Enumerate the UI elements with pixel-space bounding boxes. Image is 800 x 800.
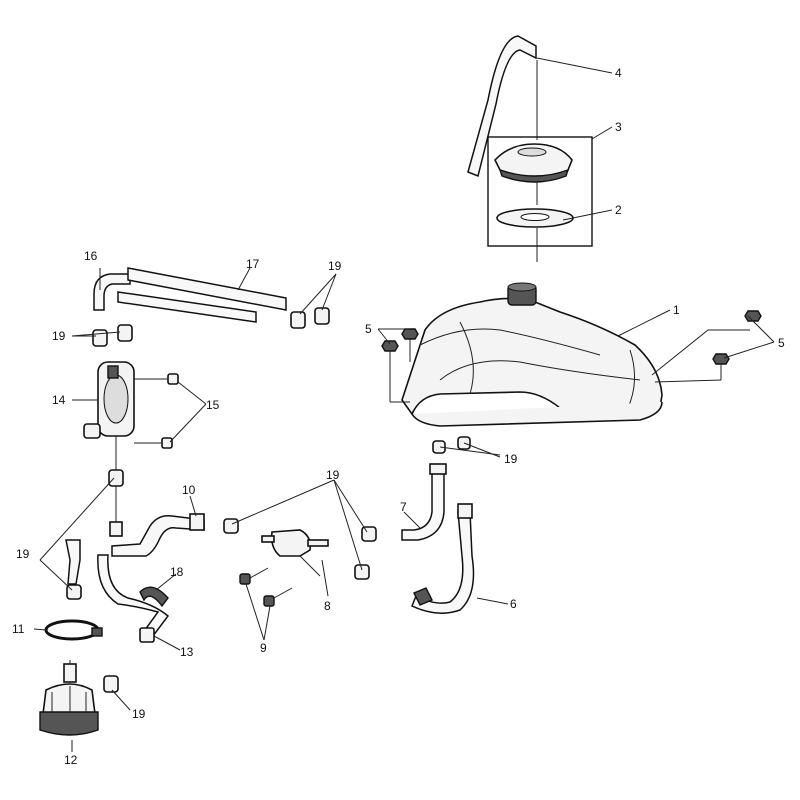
callout-16: 16 bbox=[84, 249, 98, 263]
callout-7: 7 bbox=[400, 500, 407, 514]
callout-19-valve: 19 bbox=[326, 468, 340, 482]
callout-5-left: 5 bbox=[365, 322, 372, 336]
clamp-19-top-b bbox=[314, 307, 330, 325]
clamp-19-top-a bbox=[290, 311, 306, 329]
callout-4: 4 bbox=[615, 66, 622, 80]
clamp-19-bottom bbox=[103, 675, 119, 693]
clamp-19-valve-low bbox=[354, 564, 370, 580]
hose-part-16 bbox=[93, 273, 131, 311]
callout-10: 10 bbox=[182, 483, 196, 497]
screw-part-9-b bbox=[263, 587, 293, 607]
fuel-pump-part-14 bbox=[83, 361, 135, 439]
bolt-part-5-left-b bbox=[381, 340, 410, 403]
fuel-valve-part-8 bbox=[261, 529, 329, 577]
callout-19-left: 19 bbox=[52, 329, 66, 343]
hose-part-7 bbox=[401, 463, 447, 541]
callout-19-tank: 19 bbox=[504, 452, 518, 466]
leader-lines bbox=[33, 57, 775, 752]
callout-19-bottom: 19 bbox=[132, 707, 146, 721]
callout-2: 2 bbox=[615, 203, 622, 217]
screw-part-15-b bbox=[134, 437, 173, 449]
hose-part-10 bbox=[111, 513, 205, 557]
clamp-19-tank-a bbox=[432, 440, 446, 454]
callout-14: 14 bbox=[52, 393, 66, 407]
callout-5-right: 5 bbox=[778, 336, 785, 350]
callout-8: 8 bbox=[324, 599, 331, 613]
callout-13: 13 bbox=[180, 645, 194, 659]
clamp-part-18 bbox=[139, 586, 169, 608]
screw-part-15-a bbox=[134, 373, 179, 385]
screw-part-9-a bbox=[239, 567, 269, 585]
clamp-19-left-b bbox=[117, 324, 133, 342]
gasket-part-2 bbox=[496, 208, 574, 228]
clamp-19-valve-left bbox=[223, 518, 239, 534]
fuel-filter-part-12 bbox=[39, 663, 99, 736]
clamp-19-mid bbox=[108, 469, 124, 487]
fuel-tank-part-1 bbox=[401, 282, 663, 427]
bolt-part-5-right-b bbox=[712, 353, 730, 380]
clamp-19-valve-right bbox=[361, 526, 377, 542]
callout-15: 15 bbox=[206, 398, 220, 412]
callout-3: 3 bbox=[615, 120, 622, 134]
callout-6: 6 bbox=[510, 597, 517, 611]
callout-17: 17 bbox=[246, 257, 260, 271]
bolt-part-5-right-a bbox=[744, 310, 762, 322]
cap-group-box bbox=[487, 136, 593, 247]
callout-18: 18 bbox=[170, 565, 184, 579]
callout-19-top: 19 bbox=[328, 259, 342, 273]
hose-part-6 bbox=[411, 503, 475, 614]
callout-12: 12 bbox=[64, 753, 78, 767]
callout-9: 9 bbox=[260, 641, 267, 655]
fuel-cap-part-3 bbox=[494, 143, 573, 183]
hose-part-17 bbox=[117, 267, 287, 323]
bolt-part-5-left-a bbox=[401, 328, 419, 362]
callout-19-mid: 19 bbox=[16, 547, 30, 561]
callout-11: 11 bbox=[12, 622, 25, 636]
callout-1: 1 bbox=[673, 303, 680, 317]
clamp-19-left-a bbox=[92, 329, 108, 347]
hose-clamp-part-11 bbox=[44, 619, 103, 641]
hose-part-13 bbox=[97, 554, 170, 643]
vent-hose-part-4 bbox=[467, 35, 538, 178]
